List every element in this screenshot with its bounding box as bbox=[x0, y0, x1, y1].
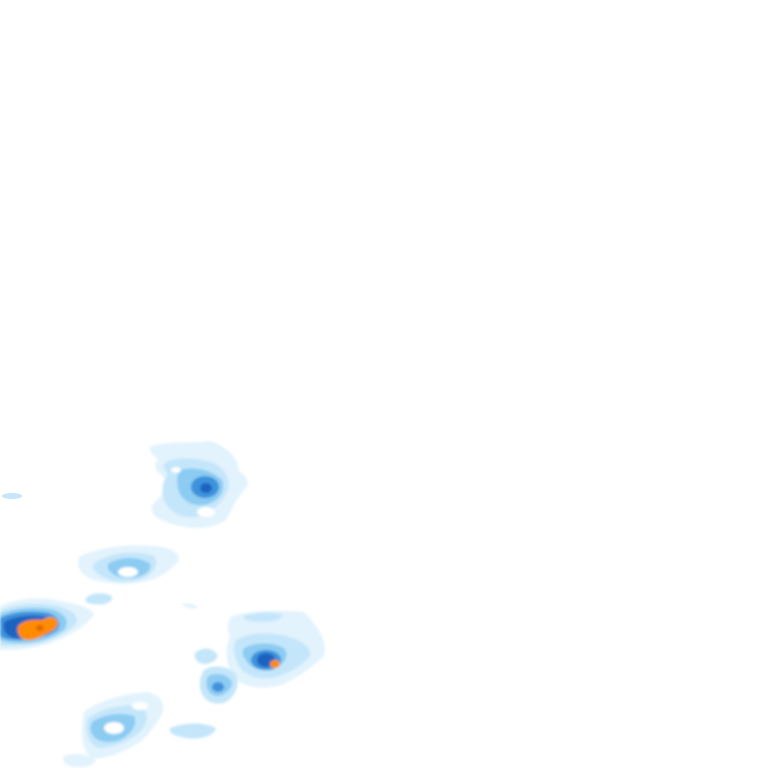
cell-southeast-core bbox=[182, 603, 325, 688]
cell-south-ring bbox=[63, 692, 164, 768]
precip-trace bbox=[182, 603, 198, 609]
precip-heavy bbox=[200, 483, 212, 493]
precip-trace bbox=[63, 753, 96, 768]
cell-southwest-core bbox=[0, 598, 94, 650]
precip-very-light bbox=[194, 648, 218, 664]
cell-west-band bbox=[77, 545, 179, 605]
precip-very-light bbox=[85, 593, 113, 605]
cell-south-small bbox=[169, 666, 238, 739]
precip-moderate bbox=[212, 682, 224, 692]
cell-north bbox=[149, 441, 248, 528]
precip-very-light bbox=[2, 493, 22, 499]
precip-extreme bbox=[36, 625, 44, 631]
cell-far-west-fleck bbox=[2, 493, 22, 499]
precip-very-light bbox=[243, 612, 283, 622]
precip-very-light bbox=[169, 723, 216, 739]
precip-very-heavy bbox=[270, 660, 280, 668]
